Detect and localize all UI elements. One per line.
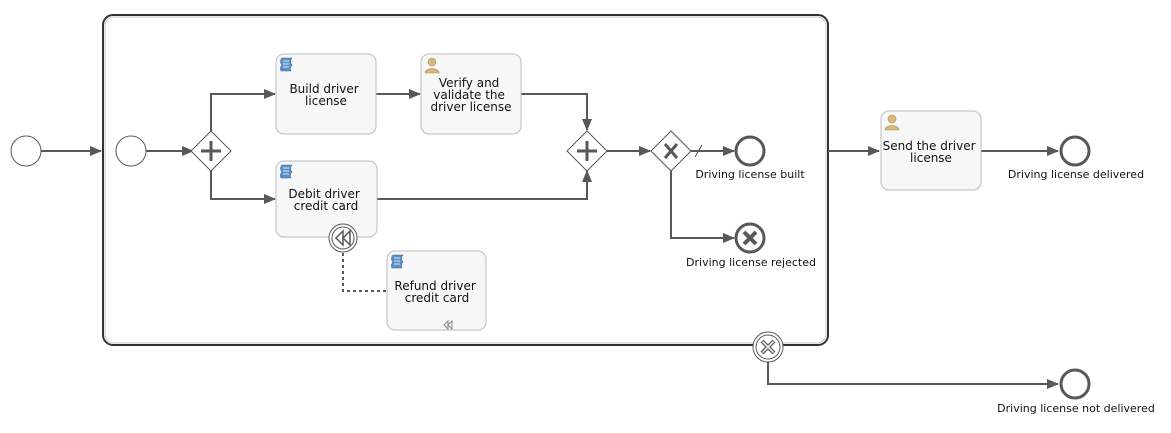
end-event-license-built[interactable] (734, 135, 766, 167)
task-label-line: Verify and (439, 76, 499, 90)
parallel-gateway-icon (577, 141, 597, 161)
parallel-fork-gateway[interactable] (190, 130, 232, 172)
svg-text:Debit driver credit card: Debit driver credit card (288, 187, 363, 213)
flow-decision-to-rejected[interactable] (670, 170, 735, 243)
svg-text:Send the driver license: Send the driver license (883, 139, 980, 165)
task-build-driver-license[interactable]: Build driver license (275, 53, 377, 135)
task-label-line: credit card (294, 199, 358, 213)
label-license-not-delivered: Driving license not delivered (997, 402, 1155, 415)
task-label-line: validate the (433, 88, 505, 102)
task-label-line: Send the driver (883, 139, 976, 153)
end-event-license-delivered[interactable] (1059, 135, 1091, 167)
flow-debit-to-join[interactable] (377, 170, 592, 200)
subprocess-start-event[interactable] (115, 135, 147, 167)
start-event[interactable] (10, 135, 42, 167)
task-verify-driver-license[interactable]: Verify and validate the driver license (420, 53, 522, 135)
compensation-boundary-event[interactable] (328, 223, 358, 253)
parallel-join-gateway[interactable] (566, 130, 608, 172)
parallel-gateway-icon (201, 141, 221, 161)
compensation-association[interactable] (342, 253, 386, 292)
flow-fork-to-build[interactable] (210, 89, 276, 132)
exclusive-gateway-icon (663, 143, 679, 159)
script-task-icon (279, 164, 293, 179)
svg-text:Verify and validate the: Verify and validate the driver license (430, 76, 511, 114)
task-label-line: Debit driver (288, 187, 359, 201)
task-refund-credit-card[interactable]: Refund driver credit card (386, 250, 487, 331)
task-label-line: credit card (405, 291, 469, 305)
end-event-license-not-delivered[interactable] (1059, 368, 1091, 400)
compensation-icon (334, 229, 351, 247)
svg-text:Build driver license: Build driver license (289, 82, 362, 108)
task-send-driver-license[interactable]: Send the driver license (880, 110, 982, 191)
flow-verify-to-join[interactable] (521, 93, 592, 131)
error-cancel-icon (760, 339, 776, 355)
label-license-rejected: Driving license rejected (686, 256, 816, 269)
script-task-icon (390, 254, 404, 269)
task-debit-credit-card[interactable]: Debit driver credit card (275, 160, 378, 238)
label-license-built: Driving license built (695, 168, 805, 181)
task-label-line: Build driver (289, 82, 358, 96)
script-task-icon (279, 57, 293, 72)
error-boundary-event[interactable] (752, 331, 784, 363)
compensation-marker-icon (443, 319, 453, 331)
task-label-line: driver license (430, 100, 511, 114)
error-end-event-license-rejected[interactable] (734, 222, 766, 254)
default-flow-marker (694, 144, 703, 158)
flow-fork-to-debit[interactable] (210, 170, 276, 204)
task-label-line: license (910, 151, 952, 165)
task-label-line: license (305, 94, 347, 108)
flow-boundary-to-not-delivered[interactable] (767, 362, 1059, 389)
svg-text:Refund driver credit car: Refund driver credit card (394, 279, 479, 305)
error-cancel-icon (742, 230, 758, 246)
label-license-delivered: Driving license delivered (1008, 168, 1144, 181)
exclusive-decision-gateway[interactable] (650, 130, 692, 172)
task-label-line: Refund driver (394, 279, 475, 293)
